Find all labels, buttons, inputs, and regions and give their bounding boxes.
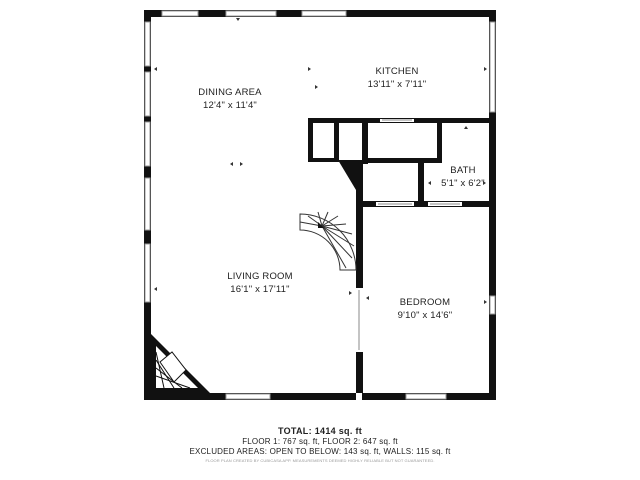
entry-door-gap (356, 393, 362, 400)
measurement-ticks (154, 18, 487, 304)
excluded-areas-line: EXCLUDED AREAS: OPEN TO BELOW: 143 sq. f… (189, 447, 451, 456)
window-bottom-1 (225, 393, 271, 400)
room-dims-bedroom: 9'10" x 14'6" (397, 310, 453, 321)
wall-bedroom-left (356, 164, 363, 288)
floor-areas-line: FLOOR 1: 767 sq. ft, FLOOR 2: 647 sq. ft (242, 437, 398, 446)
stair-landing (338, 160, 362, 200)
total-area-line: TOTAL: 1414 sq. ft (0, 426, 640, 437)
wall-pantry-bottom (308, 158, 339, 162)
window-left-1 (144, 21, 151, 67)
spiral-staircase (299, 211, 357, 271)
wall-pantry-right (334, 118, 339, 162)
window-right-2 (489, 295, 496, 315)
door-lines (358, 119, 460, 350)
room-label-living: LIVING ROOM 16'1" x 17'11" (200, 270, 320, 296)
wall-closet-right (437, 118, 442, 163)
room-dims-bath: 5'1" x 6'2" (441, 178, 485, 189)
room-name-living: LIVING ROOM (227, 271, 293, 282)
window-left-3 (144, 121, 151, 167)
wall-bath-left (418, 158, 424, 206)
room-dims-dining: 12'4" x 11'4" (203, 100, 257, 111)
room-label-kitchen: KITCHEN 13'11" x 7'11" (347, 65, 447, 91)
room-name-bedroom: BEDROOM (399, 297, 451, 308)
window-left-2 (144, 71, 151, 117)
total-value: 1414 sq. ft (314, 426, 363, 436)
wall-right (489, 10, 496, 400)
disclaimer-line: FLOOR PLAN CREATED BY CUBICASA APP. MEAS… (205, 458, 435, 463)
window-top-3 (301, 10, 347, 17)
wall-bedroom-top (356, 201, 492, 207)
window-top-2 (225, 10, 277, 17)
room-name-bath: BATH (450, 165, 476, 176)
window-left-4 (144, 177, 151, 231)
room-label-dining: DINING AREA 12'4" x 11'4" (180, 86, 280, 112)
window-bottom-2 (405, 393, 447, 400)
window-left-5 (144, 243, 151, 303)
wall-bedroom-left-lower (356, 352, 363, 400)
window-top-1 (161, 10, 199, 17)
total-label: TOTAL: (277, 426, 312, 436)
corner-fireplace (151, 334, 210, 393)
room-label-bath: BATH 5'1" x 6'2" (428, 164, 498, 190)
room-dims-kitchen: 13'11" x 7'11" (367, 79, 427, 90)
wall-kitchen-bottom-2 (362, 118, 492, 123)
wall-closet-bottom (362, 158, 442, 163)
wall-closet-left (362, 118, 368, 164)
room-label-bedroom: BEDROOM 9'10" x 14'6" (375, 296, 475, 322)
interior-walls (308, 118, 492, 400)
room-name-kitchen: KITCHEN (375, 66, 419, 77)
windows (144, 10, 496, 400)
wall-pantry-left (308, 118, 313, 162)
area-summary: TOTAL: 1414 sq. ft FLOOR 1: 767 sq. ft, … (0, 426, 640, 464)
window-right-1 (489, 21, 496, 113)
room-dims-living: 16'1" x 17'11" (230, 284, 290, 295)
room-name-dining: DINING AREA (198, 87, 262, 98)
